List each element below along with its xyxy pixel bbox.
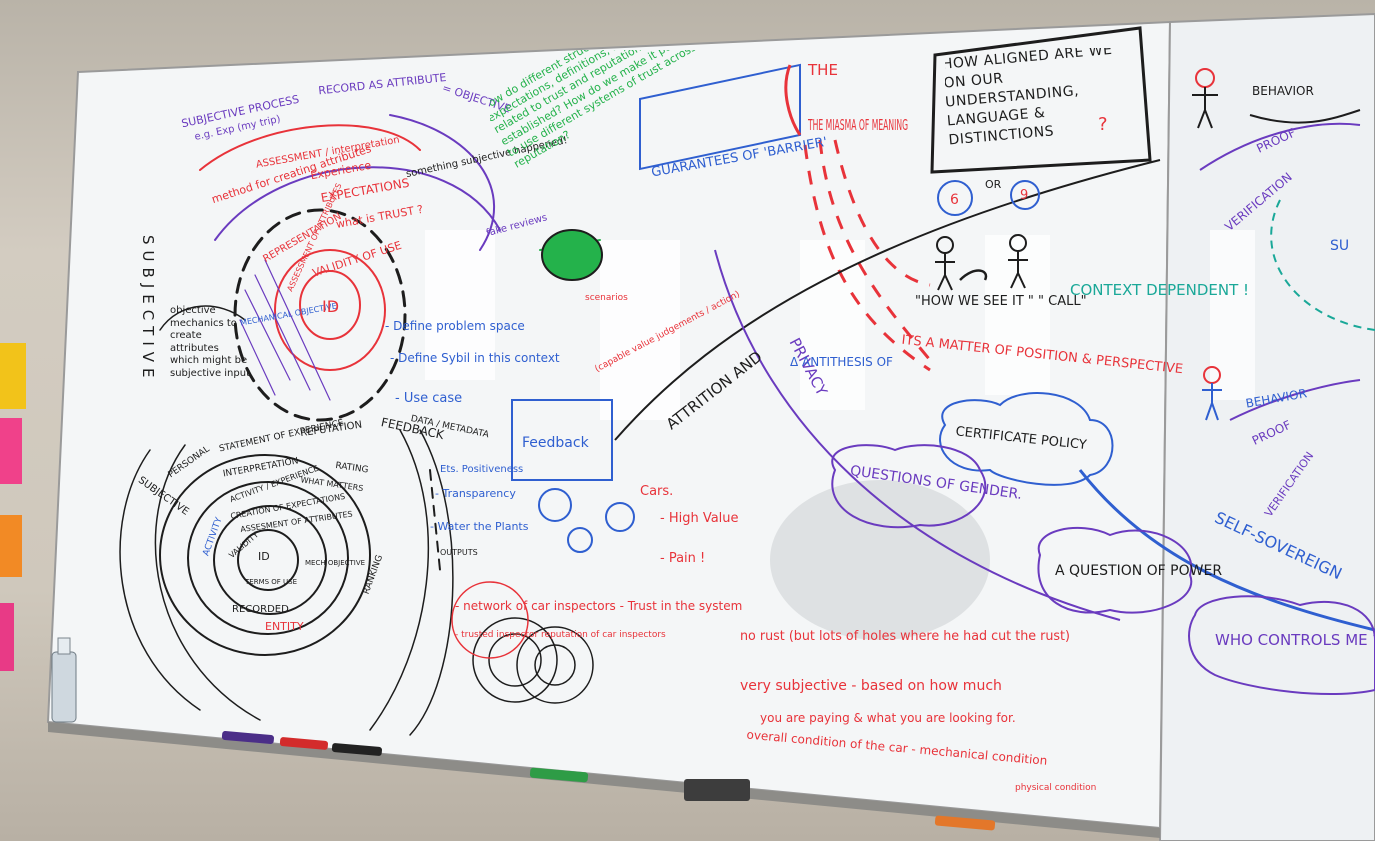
sticky-note-orange bbox=[0, 515, 22, 577]
eraser bbox=[684, 779, 750, 801]
sweep-lines bbox=[614, 109, 1375, 632]
note-pain: - Pain ! bbox=[660, 551, 705, 566]
label-self-sovereign: SELF-SOVEREIGN bbox=[1212, 508, 1345, 584]
label-q-mark: ? bbox=[1098, 114, 1108, 135]
note-transparency: - Transparency bbox=[435, 487, 516, 500]
note-record-attribute: RECORD AS ATTRIBUTE bbox=[318, 71, 447, 97]
label-attrition: ATTRITION AND bbox=[663, 347, 766, 433]
circle-label-personal: PERSONAL bbox=[167, 444, 212, 480]
note-fake-reviews: fake reviews bbox=[485, 212, 548, 239]
note-objective-mechanics-box: objective mechanics to create attributes… bbox=[170, 305, 250, 379]
marker-green bbox=[529, 767, 589, 783]
label-proof-bottom: PROOF bbox=[1250, 418, 1293, 448]
circle-label-rating: RATING bbox=[335, 461, 369, 476]
note-inspector: - trusted inspector reputation of car in… bbox=[455, 630, 666, 640]
label-six: 6 bbox=[950, 192, 959, 208]
circle-label-what-matters: WHAT MATTERS bbox=[300, 475, 364, 493]
note-define-problem: - Define problem space bbox=[385, 319, 525, 333]
label-verification-bottom: VERIFICATION bbox=[1262, 450, 1316, 520]
green-question-text: How do different structures for expectat… bbox=[490, 50, 701, 171]
marker-red bbox=[279, 737, 329, 750]
label-subjective-vertical: SUBJECTIVE bbox=[139, 235, 157, 384]
circle-label-id: ID bbox=[258, 550, 270, 563]
note-feedback: Feedback bbox=[522, 435, 590, 451]
spray-bottle-cap bbox=[57, 637, 71, 655]
circle-label-outputs: OUTPUTS bbox=[440, 548, 478, 557]
reflection-shadow bbox=[770, 480, 990, 640]
circle-label-entity: ENTITY bbox=[265, 620, 304, 633]
label-proof-top: PROOF bbox=[1254, 125, 1297, 155]
circle-label-activity: ACTIVITY bbox=[201, 516, 224, 558]
note-scenarios: scenarios bbox=[585, 293, 628, 303]
sticky-note-magenta bbox=[0, 603, 14, 671]
circle-label-recorded: RECORDED bbox=[232, 604, 289, 615]
how-aligned-box: HOW ALIGNED ARE WE ON OUR UNDERSTANDING,… bbox=[945, 48, 1114, 149]
label-certificate-policy: CERTIFICATE POLICY bbox=[955, 424, 1088, 453]
marker-black bbox=[331, 743, 383, 756]
frames bbox=[784, 26, 1375, 695]
green-question-box: How do different structures for expectat… bbox=[490, 50, 701, 171]
label-context-dependent: CONTEXT DEPENDENT ! bbox=[1070, 281, 1249, 299]
label-behavior-top: BEHAVIOR bbox=[1252, 84, 1314, 98]
note-paying: you are paying & what you are looking fo… bbox=[760, 711, 1016, 725]
left-diagram bbox=[119, 63, 801, 736]
label-su: SU bbox=[1330, 238, 1349, 254]
how-aligned-text: HOW ALIGNED ARE WE ON OUR UNDERSTANDING,… bbox=[945, 48, 1114, 149]
note-what-is-trust: what is TRUST ? bbox=[335, 203, 424, 231]
stick-figures bbox=[935, 68, 1222, 421]
circle-label-subjective: SUBJECTIVE bbox=[136, 475, 191, 518]
circle-label-terms: TERMS OF USE bbox=[244, 578, 297, 586]
circle-label-ranking: RANKING bbox=[362, 554, 385, 596]
note-water-plants: - Water the Plants bbox=[430, 520, 529, 533]
label-or: OR bbox=[985, 178, 1002, 191]
label-behavior-bottom: BEHAVIOR bbox=[1245, 386, 1308, 411]
circle-label-mech-objective: MECH OBJECTIVE bbox=[305, 559, 365, 567]
window-reflection bbox=[600, 240, 680, 420]
note-no-rust: no rust (but lots of holes where he had … bbox=[740, 629, 1070, 644]
note-high-value: - High Value bbox=[660, 511, 739, 526]
note-use-case: - Use case bbox=[395, 391, 462, 406]
note-cars: Cars. bbox=[640, 484, 673, 499]
whiteboard-panel-right bbox=[1158, 12, 1375, 841]
label-how-we-see: "HOW WE SEE IT " " CALL" bbox=[915, 294, 1087, 309]
label-antithesis: Δ ANTITHESIS OF bbox=[790, 355, 893, 369]
label-questions-gender: QUESTIONS OF GENDER. bbox=[849, 463, 1023, 503]
window-reflection bbox=[1210, 230, 1255, 400]
label-miasma-1: THE bbox=[807, 61, 838, 79]
marker-purple bbox=[221, 730, 274, 744]
marker-tray bbox=[48, 722, 1160, 838]
label-miasma: THE MIASMA OF MEANING bbox=[807, 116, 908, 134]
label-question-power: A QUESTION OF POWER bbox=[1055, 563, 1222, 579]
note-validity: VALIDITY OF USE bbox=[311, 239, 403, 280]
label-who-controls: WHO CONTROLS ME ? bbox=[1215, 631, 1375, 649]
note-overall: overall condition of the car - mechanica… bbox=[746, 728, 1048, 768]
note-ets: Ets. Positiveness bbox=[440, 464, 523, 475]
marker-orange bbox=[934, 815, 996, 831]
note-define-sybil: - Define Sybil in this context bbox=[390, 351, 560, 365]
sticky-note-yellow bbox=[0, 343, 26, 409]
red-dashed-lines bbox=[803, 139, 932, 372]
label-nine: 9 bbox=[1020, 188, 1028, 203]
label-verification-top: VERIFICATION bbox=[1222, 170, 1295, 234]
label-matter: ITS A MATTER OF POSITION & PERSPECTIVE bbox=[901, 333, 1184, 377]
note-network: - network of car inspectors - Trust in t… bbox=[455, 599, 742, 613]
note-very-subjective: very subjective - based on how much bbox=[740, 678, 1002, 694]
window-reflection bbox=[800, 240, 865, 410]
note-objective-mechanics: objective mechanics to create attributes… bbox=[170, 305, 250, 379]
sticky-note-pink bbox=[0, 418, 22, 484]
window-reflection bbox=[425, 230, 495, 380]
note-physical: physical condition bbox=[1015, 783, 1096, 793]
label-id-center: ID bbox=[322, 297, 339, 316]
circle-label-validity: VALIDITY bbox=[227, 530, 260, 560]
